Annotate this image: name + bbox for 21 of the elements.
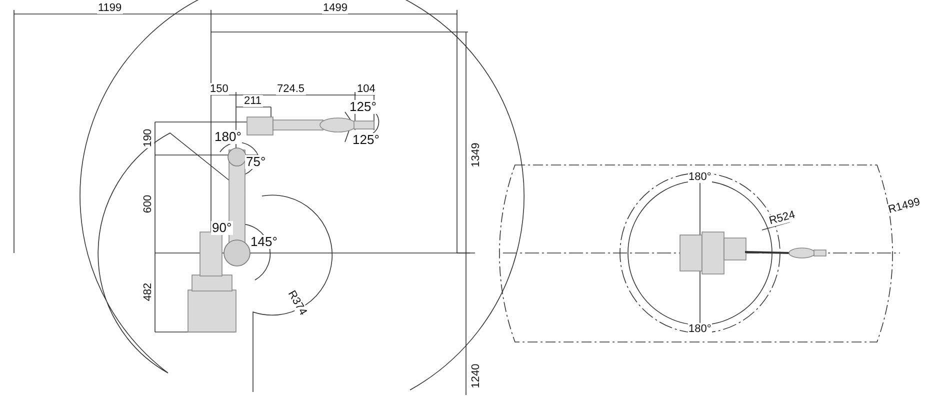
dimension-label: 90° xyxy=(211,221,233,235)
dimension-label: 1240 xyxy=(470,362,482,390)
dimension-label: 75° xyxy=(245,155,267,169)
dimension-label: R1499 xyxy=(886,196,922,216)
dimension-label: 125° xyxy=(352,133,380,147)
dimension-label: 190 xyxy=(142,128,154,148)
dimension-label: 1499 xyxy=(322,2,348,14)
dimension-label: 1199 xyxy=(97,2,123,14)
dimension-label: 180° xyxy=(688,323,712,335)
dimension-label: 600 xyxy=(142,194,154,214)
dimension-label: 145° xyxy=(250,235,278,249)
dimension-label: 180° xyxy=(688,171,712,183)
dimension-label: 211 xyxy=(243,95,263,107)
dimension-label: 104 xyxy=(356,83,376,95)
dimension-label: R524 xyxy=(766,208,798,228)
dimension-label: 125° xyxy=(348,100,378,114)
dimension-label: 1349 xyxy=(470,142,482,168)
dimension-label: 150 xyxy=(209,83,230,95)
dimension-label: 724.5 xyxy=(276,83,306,95)
dimension-label: 180° xyxy=(214,130,242,144)
dimension-label: 482 xyxy=(142,282,154,302)
